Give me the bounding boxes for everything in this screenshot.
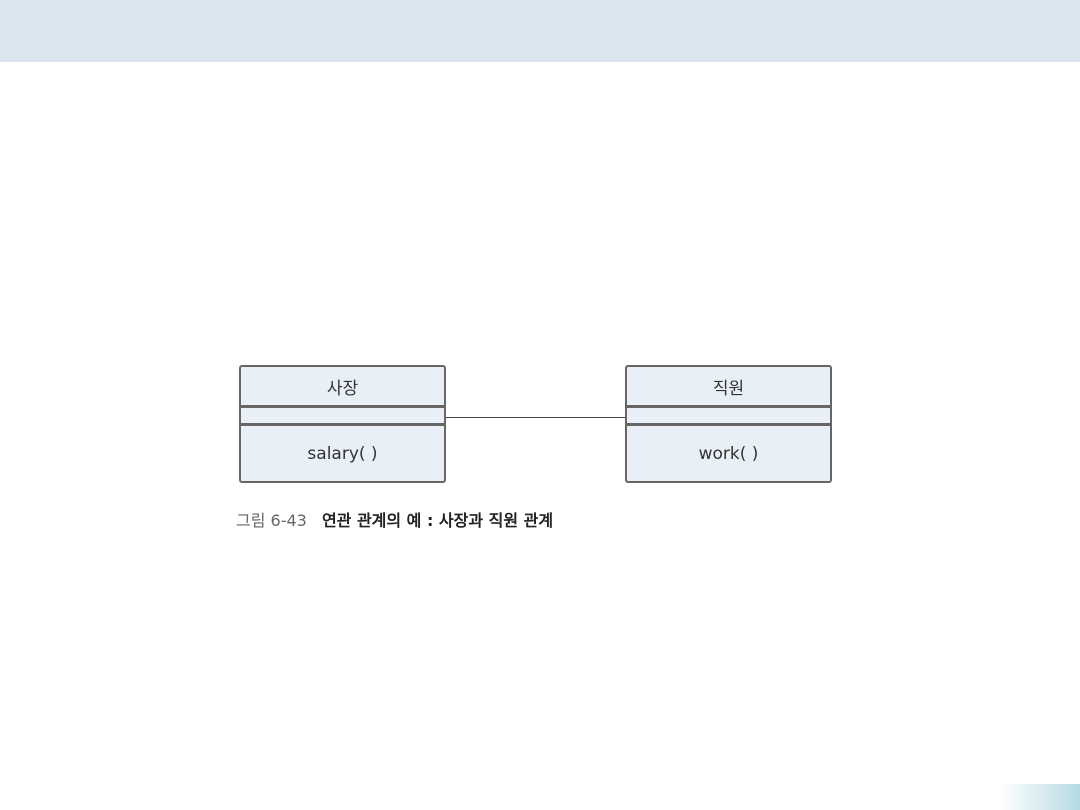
class-name: 사장 xyxy=(241,367,444,408)
class-attributes xyxy=(241,408,444,426)
class-attributes xyxy=(627,408,830,426)
class-box-boss: 사장 salary( ) xyxy=(239,365,446,483)
class-operations: salary( ) xyxy=(307,443,378,464)
figure-number: 그림 6-43 xyxy=(236,511,307,530)
header-band xyxy=(0,0,1080,62)
corner-decoration xyxy=(1000,784,1080,810)
figure-caption-text: 연관 관계의 예 : 사장과 직원 관계 xyxy=(321,511,554,530)
class-box-employee: 직원 work( ) xyxy=(625,365,832,483)
class-operations: work( ) xyxy=(698,443,759,464)
association-line xyxy=(446,417,625,418)
figure-caption: 그림 6-43 연관 관계의 예 : 사장과 직원 관계 xyxy=(236,507,553,531)
class-name: 직원 xyxy=(627,367,830,408)
